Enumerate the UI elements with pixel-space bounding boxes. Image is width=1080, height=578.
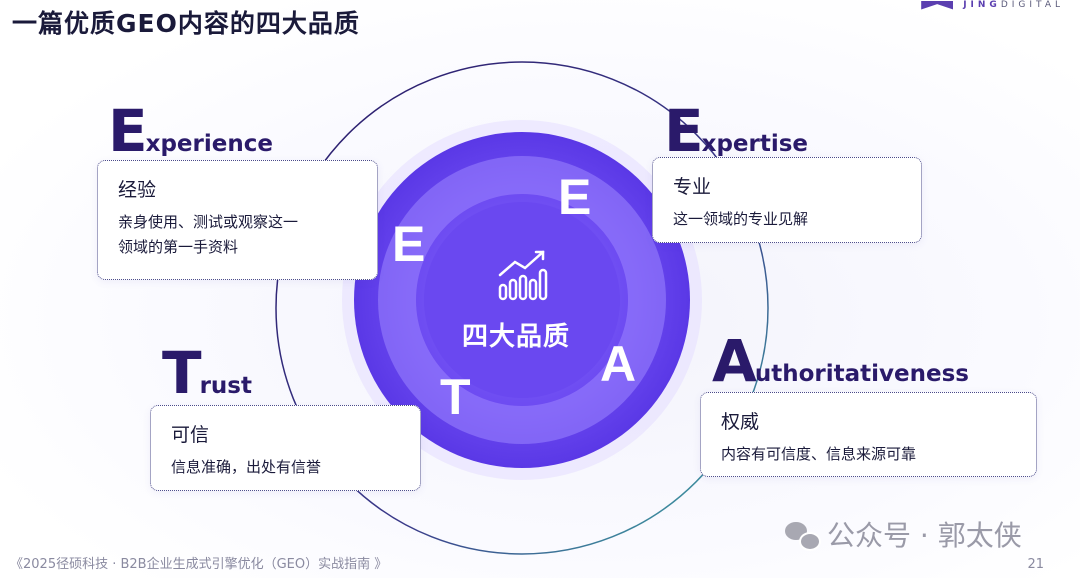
footer-source: 《2025径硕科技 · B2B企业生成式引擎优化（GEO）实战指南 》 — [10, 557, 388, 572]
cycle-letter-a: A — [600, 336, 637, 392]
page-title: 一篇优质GEO内容的四大品质 — [12, 9, 360, 38]
card-title: 专业 — [673, 176, 712, 198]
trust-card: 可信 信息准确，出处有信誉 — [150, 405, 421, 491]
card-text: 领域的第一手资料 — [118, 238, 239, 256]
watermark-text: 公众号 · 郭太侠 — [827, 519, 1022, 552]
cycle-letter-t: T — [440, 369, 471, 425]
card-title: 经验 — [118, 179, 157, 201]
center-label: 四大品质 — [462, 322, 571, 352]
card-text: 这一领域的专业见解 — [673, 210, 809, 228]
card-text: 内容有可信度、信息来源可靠 — [721, 445, 917, 463]
experience-card: 经验 亲身使用、测试或观察这一 领域的第一手资料 — [97, 160, 378, 280]
page-number: 21 — [1027, 557, 1044, 572]
authoritativeness-card: 权威 内容有可信度、信息来源可靠 — [700, 392, 1037, 477]
cycle-letter-e1: E — [392, 216, 426, 272]
card-text: 信息准确，出处有信誉 — [171, 458, 322, 476]
expertise-card: 专业 这一领域的专业见解 — [652, 157, 922, 243]
card-title: 权威 — [721, 411, 760, 433]
wechat-icon — [785, 520, 821, 551]
growth-chart-icon — [498, 250, 548, 301]
card-text: 亲身使用、测试或观察这一 — [118, 213, 299, 231]
logo-text-rest: DIGITAL — [1000, 0, 1064, 10]
outer-ring — [275, 61, 769, 555]
watermark: 公众号 · 郭太侠 — [785, 514, 1022, 554]
card-title: 可信 — [171, 424, 210, 446]
logo: JINGDIGITAL — [921, 0, 1064, 10]
cycle-band — [378, 156, 666, 444]
logo-text-bold: JING — [963, 0, 1001, 10]
cycle-letter-e2: E — [558, 169, 592, 225]
